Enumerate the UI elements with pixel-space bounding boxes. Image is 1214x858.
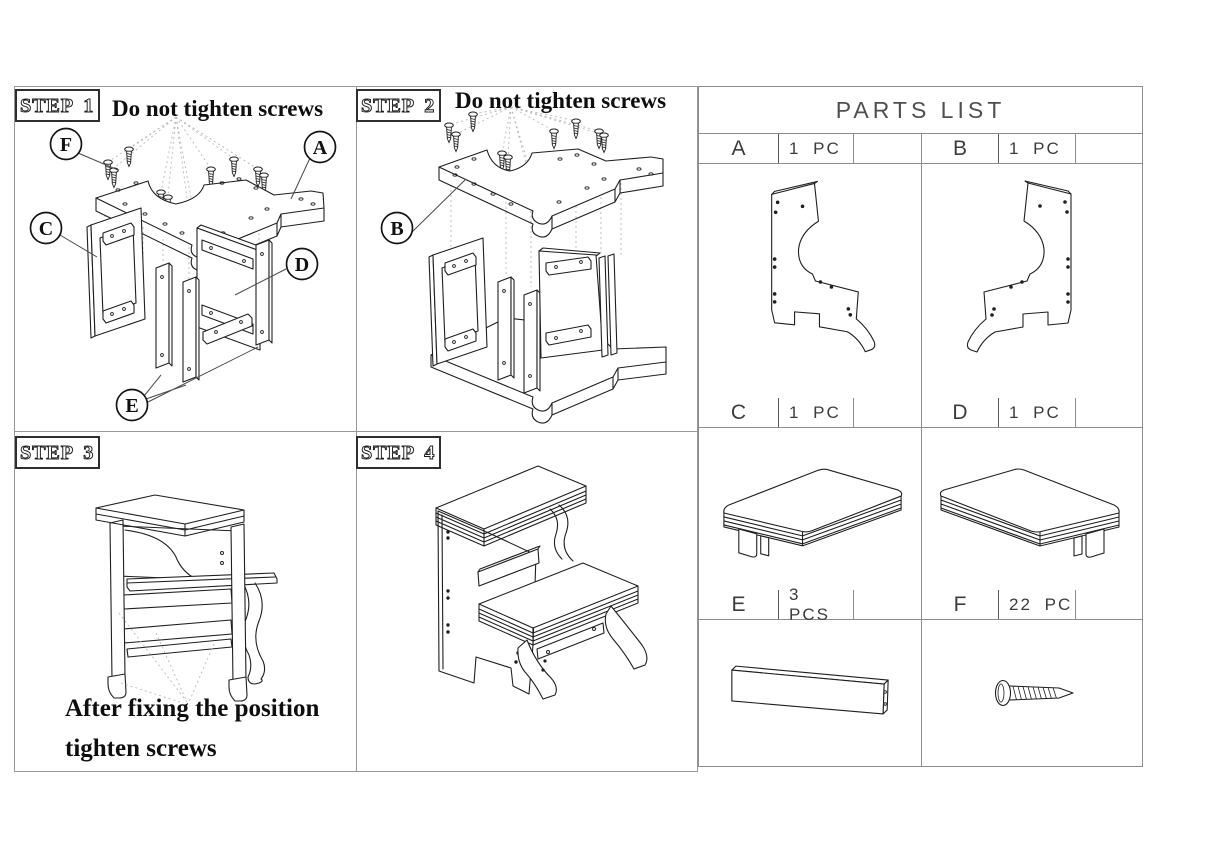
part-b-qty: 1 PC (998, 134, 1075, 163)
step3-assembled-back-view (95, 494, 278, 704)
step4-label-box: STEP 4 (356, 436, 441, 469)
parts-row-cd-images (699, 428, 1142, 590)
svg-text:D: D (295, 254, 309, 276)
bottom-rail (202, 313, 253, 345)
callout-a: A (303, 130, 337, 164)
callout-c: C (29, 211, 63, 245)
steps-horizontal-divider (15, 431, 697, 432)
step2-label-box: STEP 2 (356, 89, 441, 122)
part-c-qty: 1 PC (778, 398, 853, 427)
step2-exploded-diagram: B (380, 106, 667, 424)
svg-text:A: A (313, 137, 328, 159)
callout-e: E (115, 388, 149, 422)
callout-f: F (49, 127, 83, 161)
svg-text:C: C (39, 218, 53, 240)
parts-list-center-divider (921, 134, 922, 766)
part-a-spare-cell (853, 134, 921, 163)
step3-note-line1: After fixing the position (65, 695, 320, 722)
part-e-qty: 3 PCS (778, 585, 853, 624)
step1-label-box: STEP 1 (15, 89, 100, 122)
part-b-drawing (966, 180, 1072, 353)
callout-d: D (285, 247, 319, 281)
part-f-letter: F (953, 592, 967, 616)
part-a-drawing (771, 180, 876, 353)
part-e-spare-cell (853, 590, 921, 619)
right-side-panel (538, 247, 618, 359)
step1-label: STEP 1 (20, 95, 94, 117)
part-d-qty: 1 PC (998, 398, 1075, 427)
step2-note: Do not tighten screws (455, 88, 667, 113)
part-f-drawing (994, 679, 1074, 707)
part-b-top-panel (438, 148, 664, 238)
part-d-spare-cell (1075, 398, 1144, 427)
part-e-letter: E (731, 592, 746, 616)
parts-row-cd-labels: C 1 PC D 1 PC (699, 398, 1142, 428)
part-f-qty: 22 PC (998, 590, 1075, 619)
step3-label: STEP 3 (20, 442, 94, 464)
part-a-letter: A (731, 136, 746, 160)
callout-b: B (380, 211, 414, 245)
part-e-drawing (731, 665, 889, 715)
steps-vertical-divider (356, 87, 357, 771)
part-c-drawing (723, 468, 903, 558)
part-d-drawing (939, 468, 1120, 558)
part-f-spare-cell (1075, 590, 1144, 619)
step4-finished-stool (435, 465, 648, 700)
parts-row-ef-labels: E 3 PCS F 22 PC (699, 585, 1144, 624)
screw-large-icon (994, 679, 1074, 707)
panel-holes (115, 177, 316, 235)
part-b-letter: B (952, 136, 967, 160)
svg-text:F: F (60, 134, 72, 156)
step1-cell: F A C D E STEP 1 Do not tighten screws (15, 87, 356, 431)
svg-text:E: E (125, 395, 138, 417)
finished-step-stool (435, 465, 648, 700)
step1-note: Do not tighten screws (112, 96, 324, 121)
parts-row-ef-images (699, 620, 1142, 768)
part-c-side-frame (86, 207, 146, 339)
part-c-letter: C (730, 400, 747, 424)
step4-cell: STEP 4 (356, 431, 699, 773)
step3-cell: STEP 3 After fixing the position tighten… (15, 431, 356, 773)
step3-note-line2: tighten screws (65, 735, 217, 762)
step2-cell: B STEP 2 Do not tighten screws (356, 87, 699, 431)
steps-area: F A C D E STEP 1 Do not tighten screws (14, 86, 698, 772)
parts-list-title: PARTS LIST (699, 87, 1142, 134)
svg-text:B: B (390, 218, 403, 240)
step2-label: STEP 2 (361, 95, 435, 117)
panel-holes (452, 153, 654, 206)
step3-label-box: STEP 3 (15, 436, 100, 469)
parts-list: PARTS LIST A 1 PC B 1 PC (698, 86, 1143, 767)
left-side-frame (428, 237, 488, 367)
part-e-slats (155, 239, 273, 383)
part-d-letter: D (952, 400, 968, 424)
parts-row-ab-images (699, 164, 1142, 398)
middle-slats (497, 276, 541, 394)
part-a-qty: 1 PC (778, 134, 853, 163)
step1-exploded-diagram: F A C D E (29, 116, 337, 422)
part-c-spare-cell (853, 398, 921, 427)
bottom-base-panel (430, 317, 667, 424)
parts-row-ab-labels: A 1 PC B 1 PC (699, 134, 1142, 164)
part-b-spare-cell (1075, 134, 1144, 163)
stool-back-view (95, 494, 278, 702)
step4-label: STEP 4 (361, 442, 435, 464)
